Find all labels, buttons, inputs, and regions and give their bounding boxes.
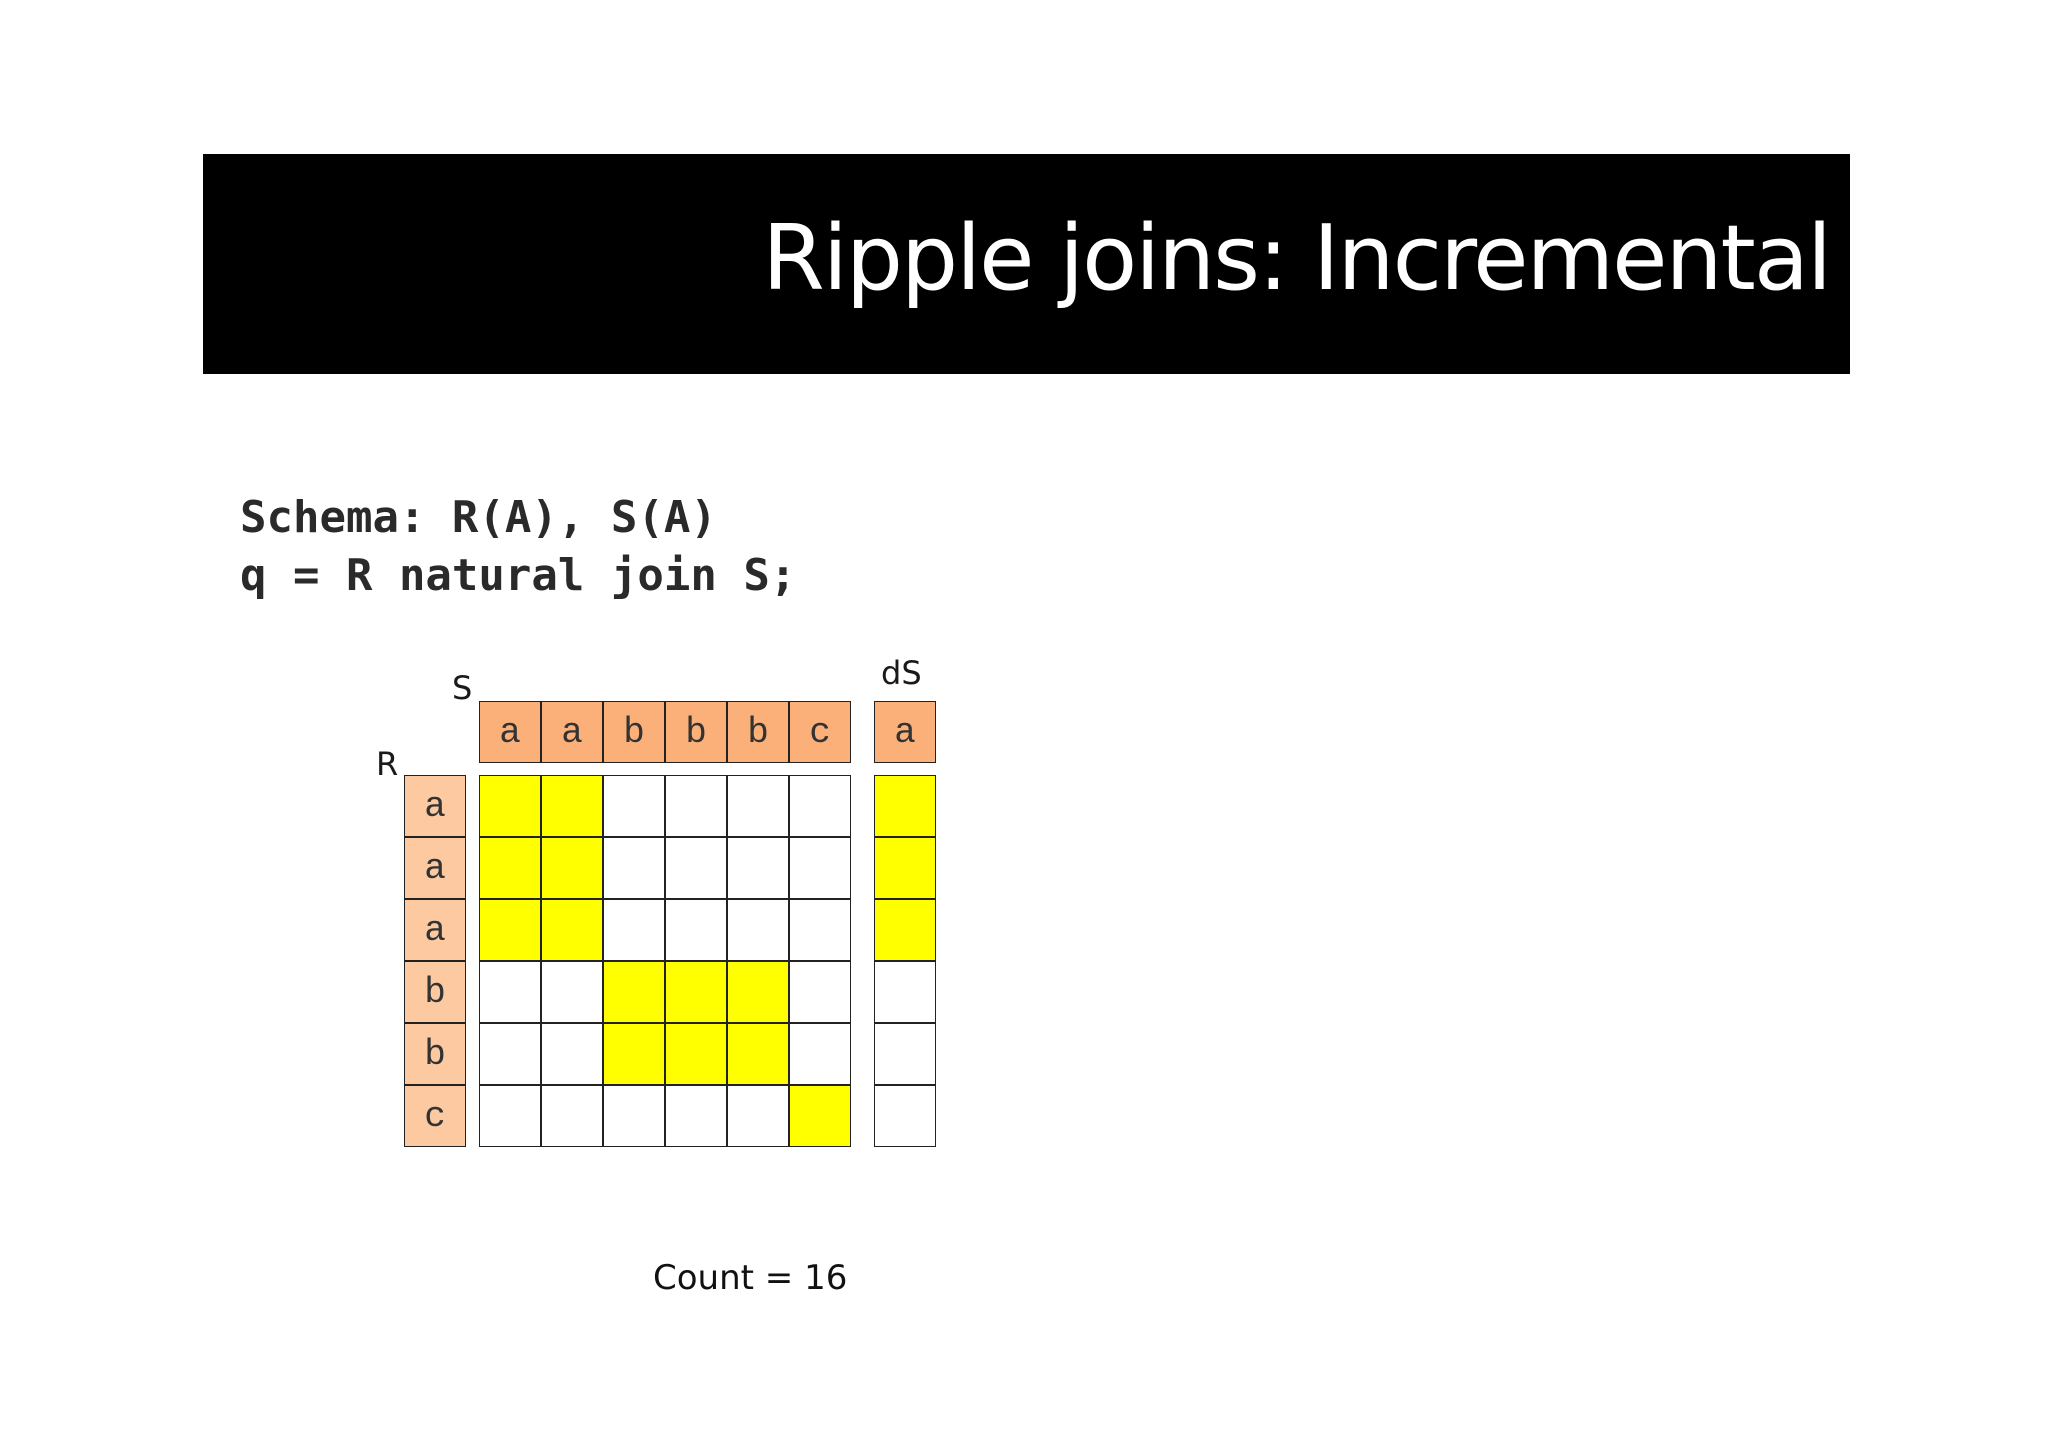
r-header-cell: a (404, 775, 466, 837)
match-cell (665, 961, 727, 1023)
ds-grid-cell (874, 961, 936, 1023)
match-cell (665, 1023, 727, 1085)
grid-cell (727, 1085, 789, 1147)
match-cell (479, 899, 541, 961)
r-header-cell: a (404, 899, 466, 961)
grid-cell (541, 961, 603, 1023)
slide-title: Ripple joins: Incremental (762, 206, 1832, 311)
grid-cell (479, 1023, 541, 1085)
match-cell (541, 775, 603, 837)
r-header-cell: b (404, 961, 466, 1023)
grid-cell (789, 1023, 851, 1085)
match-cell (541, 899, 603, 961)
match-cell (541, 837, 603, 899)
grid-cell (665, 837, 727, 899)
grid-cell (727, 837, 789, 899)
grid-cell (603, 1085, 665, 1147)
grid-cell (789, 961, 851, 1023)
r-header-cell: b (404, 1023, 466, 1085)
r-label: R (376, 745, 399, 783)
grid-cell (727, 899, 789, 961)
grid-cell (789, 899, 851, 961)
grid-cell (665, 1085, 727, 1147)
ds-match-cell (874, 899, 936, 961)
match-cell (727, 1023, 789, 1085)
title-bar: Ripple joins: Incremental (203, 154, 1850, 374)
r-header-cell: a (404, 837, 466, 899)
s-header-cell: a (479, 701, 541, 763)
s-header-cell: c (789, 701, 851, 763)
grid-cell (665, 775, 727, 837)
ds-match-cell (874, 775, 936, 837)
s-header-cell: b (603, 701, 665, 763)
grid-cell (727, 775, 789, 837)
match-cell (727, 961, 789, 1023)
grid-cell (541, 1023, 603, 1085)
grid-cell (603, 899, 665, 961)
grid-cell (603, 775, 665, 837)
s-label: S (452, 669, 473, 707)
grid-cell (789, 775, 851, 837)
grid-cell (541, 1085, 603, 1147)
r-header-cell: c (404, 1085, 466, 1147)
ds-match-cell (874, 837, 936, 899)
grid-cell (789, 837, 851, 899)
match-cell (789, 1085, 851, 1147)
grid-cell (479, 961, 541, 1023)
s-header-cell: b (727, 701, 789, 763)
schema-line: Schema: R(A), S(A) (240, 492, 717, 543)
match-cell (479, 775, 541, 837)
ds-grid-cell (874, 1023, 936, 1085)
match-cell (479, 837, 541, 899)
match-cell (603, 1023, 665, 1085)
s-header-cell: b (665, 701, 727, 763)
query-line: q = R natural join S; (240, 550, 797, 601)
grid-cell (665, 899, 727, 961)
ds-header-cell: a (874, 701, 936, 763)
count-text: Count = 16 (653, 1258, 848, 1298)
s-header-cell: a (541, 701, 603, 763)
ds-grid-cell (874, 1085, 936, 1147)
grid-cell (603, 837, 665, 899)
ds-label: dS (881, 654, 922, 692)
match-cell (603, 961, 665, 1023)
grid-cell (479, 1085, 541, 1147)
